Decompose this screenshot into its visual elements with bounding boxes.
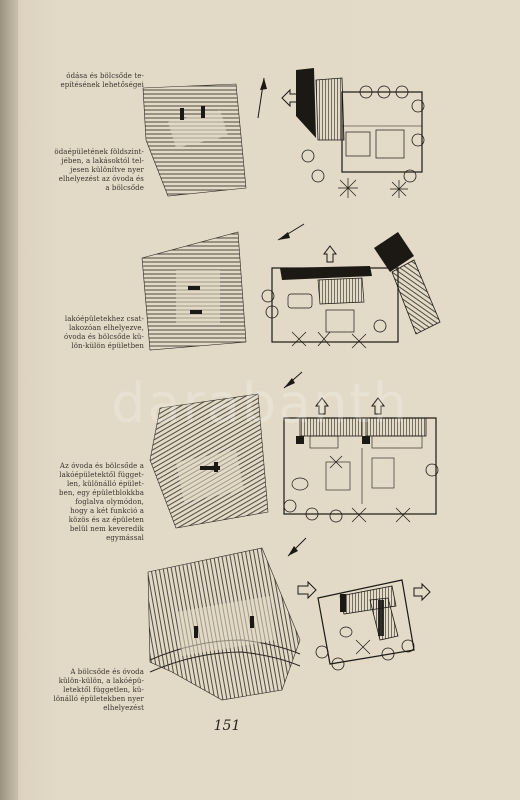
site-plan-2 — [141, 231, 247, 351]
entrance-arrow-icon — [371, 397, 385, 415]
entrance-arrow-icon — [413, 582, 431, 602]
caption-line: egymással — [106, 534, 144, 542]
detail-plan-1 — [296, 68, 425, 198]
detail-plan-4 — [315, 579, 415, 671]
page-number: 151 — [213, 718, 241, 734]
caption-line: lönálló épületekben nyer — [53, 695, 144, 703]
entrance-arrow-icon — [323, 245, 337, 263]
caption-line: lakóépületektől függet- — [59, 471, 144, 479]
caption-line: epítésének lehetőségei — [60, 81, 144, 89]
caption-1: ódása és bölcsőde te- epítésének lehetős… — [32, 72, 144, 90]
caption-line: foglalva olymódon, — [75, 498, 144, 506]
caption-line: lakozóan elhelyezve, — [68, 324, 144, 332]
caption-line: hogy a két funkció a — [70, 507, 144, 515]
caption-line: elhelyezést — [103, 704, 144, 712]
caption-line: elhelyezést az óvoda és — [58, 175, 144, 183]
caption-line: belül nem keveredik — [69, 525, 144, 533]
caption-line: ódása és bölcsőde te- — [66, 72, 144, 80]
site-plan-4 — [147, 547, 301, 701]
caption-line: lakóépületekhez csat- — [64, 315, 144, 323]
north-arrow-icon — [257, 77, 267, 119]
caption-line: a bölcsőde — [105, 184, 144, 192]
caption-line: óvoda és bölcsőde kü- — [64, 333, 144, 341]
north-arrow-icon — [283, 371, 303, 389]
caption-4: Az óvoda és bölcsőde a lakóépületektől f… — [32, 462, 144, 543]
caption-line: len, különálló épület- — [66, 480, 144, 488]
caption-line: lön-külön épületben — [71, 342, 144, 350]
caption-line: jesen különítve nyer — [70, 166, 144, 174]
site-plan-3 — [149, 393, 269, 529]
detail-plan-2 — [261, 232, 441, 349]
site-plan-1 — [142, 83, 247, 197]
north-arrow-icon — [277, 223, 305, 241]
caption-line: A bölcsőde és óvoda — [70, 668, 144, 676]
entrance-arrow-icon — [281, 88, 299, 108]
caption-line: közös és az épületen — [68, 516, 144, 524]
caption-line: külön-külön, a lakóépü- — [58, 677, 144, 685]
detail-plan-3 — [283, 417, 439, 523]
entrance-arrow-icon — [315, 397, 329, 415]
caption-line: jében, a lakásoktól tel- — [61, 157, 144, 165]
binding-shadow — [0, 0, 18, 800]
caption-2: ödaépületének földszint- jében, a lakáso… — [32, 148, 144, 193]
caption-line: ödaépületének földszint- — [54, 148, 144, 156]
caption-3: lakóépületekhez csat- lakozóan elhelyezv… — [32, 315, 144, 351]
entrance-arrow-icon — [297, 580, 317, 600]
caption-line: Az óvoda és bölcsőde a — [59, 462, 144, 470]
caption-5: A bölcsőde és óvoda külön-külön, a lakóé… — [32, 668, 144, 713]
caption-line: ben, egy épületblokkba — [59, 489, 144, 497]
caption-line: letektől független, kü- — [63, 686, 144, 694]
north-arrow-icon — [287, 537, 307, 557]
